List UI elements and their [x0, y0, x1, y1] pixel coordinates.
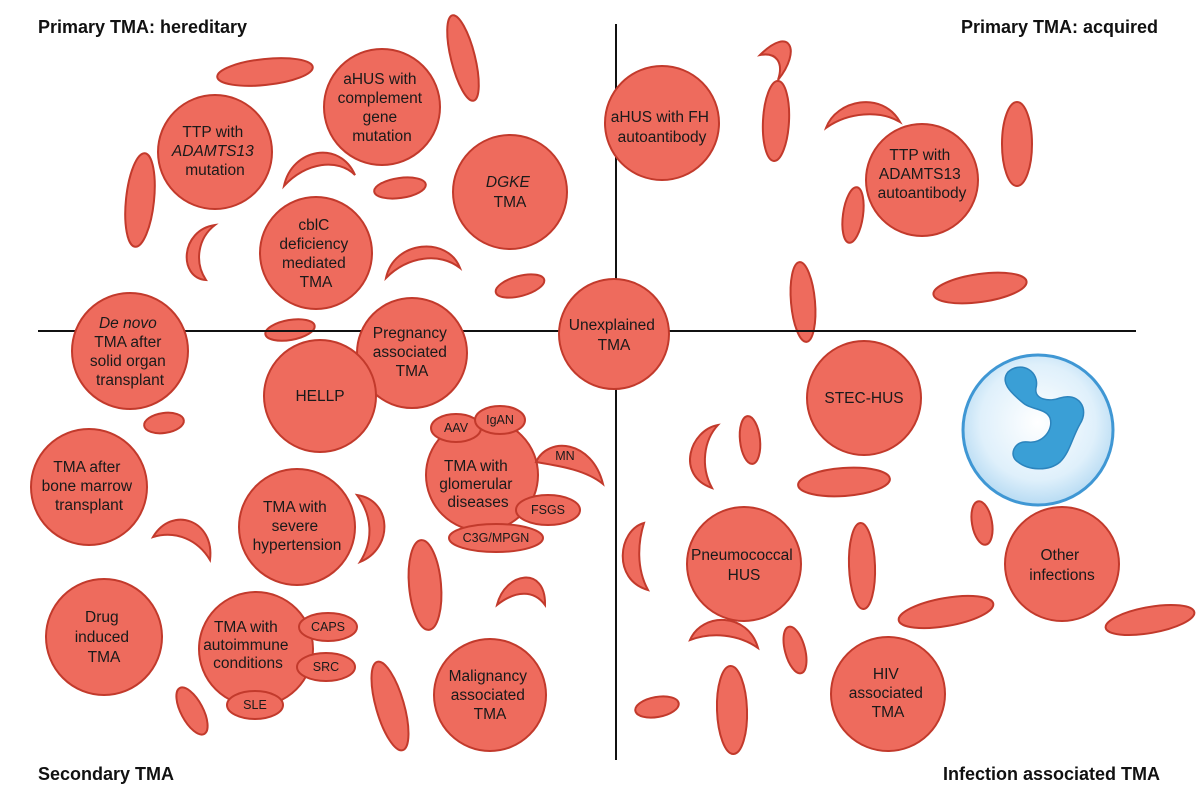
label-glomerular: TMA with glomerular diseases	[439, 458, 517, 511]
schistocyte-icon	[841, 186, 865, 244]
label-de-novo: De novo TMA after solid organ transplant	[90, 315, 170, 389]
schistocyte-icon	[970, 500, 994, 546]
schistocyte-icon	[782, 625, 808, 675]
schistocyte-icon	[407, 539, 443, 631]
schistocyte-icon	[373, 176, 427, 200]
tma-cell-nodes	[30, 48, 1120, 752]
schistocyte-icon	[1001, 101, 1033, 187]
label-ahus-complement: aHUS with complement gene mutation	[338, 71, 427, 145]
cell-hiv	[830, 636, 946, 752]
cell-pneumococcal	[686, 506, 802, 622]
schistocyte-icon	[354, 493, 386, 565]
label-dgke: DGKE TMA	[486, 174, 534, 211]
schistocyte-icon	[715, 665, 749, 755]
cell-drug	[45, 578, 163, 696]
schistocyte-icon	[689, 423, 721, 490]
label-autoimmune: TMA with autoimmune conditions	[203, 619, 293, 672]
schistocyte-icon	[621, 521, 651, 592]
cell-hellp	[263, 339, 377, 453]
schistocyte-icon	[757, 40, 792, 81]
cell-ttp-acquired	[865, 123, 979, 237]
label-hiv: HIV associated TMA	[849, 666, 927, 721]
quadrant-title-hereditary: Primary TMA: hereditary	[38, 17, 247, 37]
cell-unexplained	[558, 278, 670, 390]
satellite-caps	[298, 612, 358, 642]
schistocyte-icon	[897, 594, 995, 630]
schistocyte-icon	[688, 618, 760, 651]
schistocyte-icon	[124, 152, 156, 248]
label-sle: SLE	[243, 698, 267, 712]
schistocyte-icon	[932, 271, 1028, 305]
cell-ahus-complement	[323, 48, 441, 166]
label-pneumococcal: Pneumococcal HUS	[691, 547, 797, 584]
cell-ttp-hereditary	[157, 94, 273, 210]
label-mn: MN	[555, 449, 574, 463]
cell-de-novo	[71, 292, 189, 410]
satellite-mn	[534, 445, 605, 487]
label-drug: Drug induced TMA	[75, 609, 134, 666]
label-pregnancy: Pregnancy associated TMA	[373, 325, 451, 380]
satellite-src	[296, 652, 356, 682]
schistocyte-icon	[847, 522, 877, 610]
satellite-cells	[226, 405, 605, 720]
schistocyte-icon	[370, 660, 410, 752]
label-stec: STEC-HUS	[824, 390, 903, 407]
schistocyte-icon	[446, 14, 480, 102]
cell-bmt	[30, 428, 148, 546]
schistocyte-icon	[216, 57, 314, 87]
schistocyte-icon	[738, 415, 762, 465]
label-fsgs: FSGS	[531, 503, 565, 517]
label-ttp-hereditary: TTP with ADAMTS13 mutation	[171, 124, 258, 179]
label-igan: IgAN	[486, 413, 514, 427]
cell-ahus-fh	[604, 65, 720, 181]
schistocyte-icon	[495, 576, 547, 608]
quadrant-title-infection: Infection associated TMA	[943, 764, 1160, 784]
schistocyte-icon	[634, 695, 680, 719]
cell-dgke	[452, 134, 568, 250]
label-cblc: cblC deficiency mediated TMA	[279, 217, 352, 291]
cell-other-infections	[1004, 506, 1120, 622]
schistocyte-icon	[823, 101, 903, 131]
schistocyte-icon	[185, 223, 219, 282]
schistocyte-icon	[384, 245, 463, 282]
satellite-sle	[226, 690, 284, 720]
quadrant-title-acquired: Primary TMA: acquired	[961, 17, 1158, 37]
schistocyte-icon	[282, 151, 356, 190]
schistocyte-icon	[143, 411, 185, 435]
leukocyte-icon	[961, 353, 1115, 507]
label-unexplained: Unexplained TMA	[569, 317, 660, 354]
label-other-infections: Other infections	[1029, 547, 1095, 584]
cell-cblc	[259, 196, 373, 310]
label-ttp-acquired: TTP with ADAMTS13 autoantibody	[878, 147, 967, 202]
schistocyte-icon	[175, 686, 209, 736]
quadrant-title-secondary: Secondary TMA	[38, 764, 174, 784]
label-hellp: HELLP	[295, 388, 344, 405]
schistocyte-icon	[797, 466, 891, 498]
cell-malignancy	[433, 638, 547, 752]
satellite-c3g	[448, 523, 544, 553]
label-ahus-fh: aHUS with FH autoantibody	[611, 109, 714, 146]
schistocyte-icon	[150, 518, 212, 564]
satellite-fsgs	[515, 494, 581, 526]
cell-hypertension	[238, 468, 356, 586]
schistocyte-icon	[761, 80, 791, 162]
schistocyte-icon	[789, 261, 817, 343]
schistocyte-icon	[1104, 604, 1196, 636]
label-malignancy: Malignancy associated TMA	[449, 668, 532, 723]
cell-stec	[806, 340, 922, 456]
label-bmt: TMA after bone marrow transplant	[42, 459, 137, 514]
satellite-igan	[474, 405, 526, 435]
schistocyte-fragments	[124, 14, 1196, 755]
label-c3g: C3G/MPGN	[463, 531, 530, 545]
label-hypertension: TMA with severe hypertension	[253, 499, 342, 554]
schistocyte-icon	[494, 273, 546, 299]
label-aav: AAV	[444, 421, 469, 435]
label-caps: CAPS	[311, 620, 345, 634]
label-src: SRC	[313, 660, 339, 674]
